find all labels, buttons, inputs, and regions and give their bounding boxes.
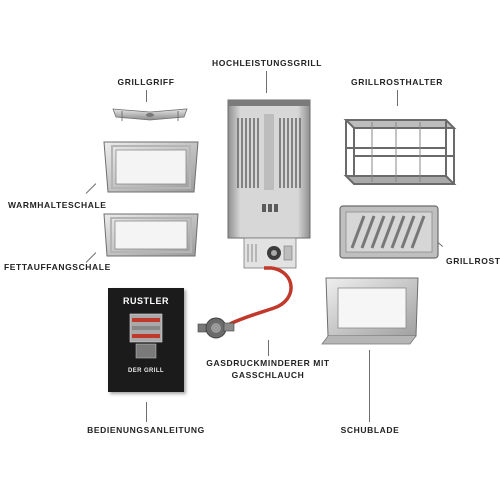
label-gasdruckminderer-line1: GASDRUCKMINDERER MIT <box>206 358 330 368</box>
label-gasdruckminderer-line2: GASSCHLAUCH <box>231 370 305 380</box>
leader-line-grillgriff <box>146 90 147 102</box>
label-grillrost: GRILLROST <box>446 256 500 266</box>
grill-grate-image <box>339 205 439 259</box>
manual-subtitle: DER GRILL <box>128 368 164 374</box>
manual-booklet: RUSTLER DER GRILL <box>108 288 184 392</box>
drawer-image <box>321 277 419 345</box>
leader-line-grillrosthalter <box>397 90 398 106</box>
label-warmhalteschale: WARMHALTESCHALE <box>8 200 107 210</box>
leader-line-warmhalteschale <box>85 183 97 194</box>
grill-handle-image <box>112 108 188 121</box>
gas-regulator-hose-image <box>197 266 293 339</box>
label-grillrosthalter: GRILLROSTHALTER <box>351 77 443 87</box>
grate-holder-image <box>343 119 457 185</box>
leader-line-bedienungsanleitung <box>146 402 147 422</box>
label-bedienungsanleitung: BEDIENUNGSANLEITUNG <box>87 425 205 435</box>
label-schublade: SCHUBLADE <box>340 425 400 435</box>
leader-line-hochleistungsgrill <box>266 71 267 93</box>
manual-grill-illustration <box>129 313 163 359</box>
grease-tray-image <box>103 213 199 257</box>
leader-line-schublade <box>369 350 370 422</box>
label-hochleistungsgrill: HOCHLEISTUNGSGRILL <box>212 58 322 68</box>
label-fettauffangschale: FETTAUFFANGSCHALE <box>4 262 111 272</box>
leader-line-gasdruckminderer <box>268 340 269 356</box>
warming-tray-image <box>103 141 199 193</box>
manual-brand: RUSTLER <box>123 296 169 306</box>
high-performance-grill-image <box>227 99 311 269</box>
label-grillgriff: GRILLGRIFF <box>117 77 175 87</box>
